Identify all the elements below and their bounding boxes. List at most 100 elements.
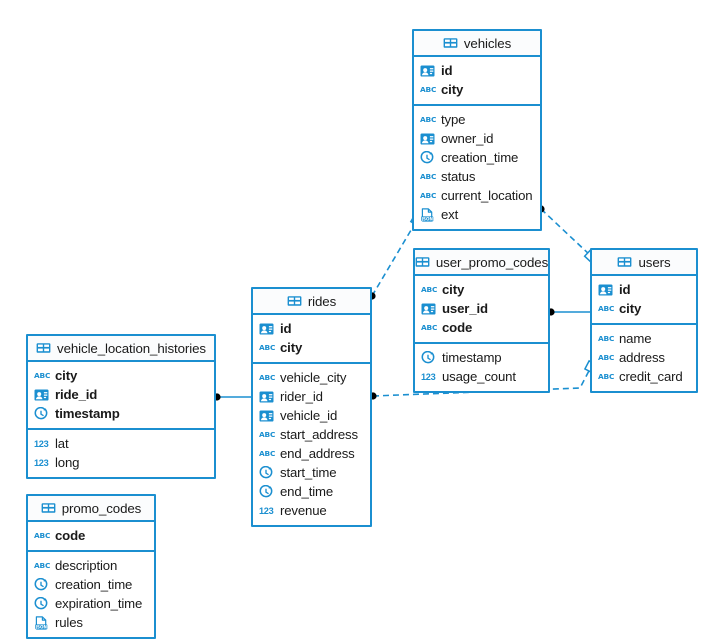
column-row[interactable]: end_time bbox=[253, 482, 370, 501]
svg-text:JSON: JSON bbox=[35, 624, 48, 629]
table-grid-icon bbox=[287, 294, 302, 308]
column-row[interactable]: expiration_time bbox=[28, 594, 154, 613]
column-name: address bbox=[619, 350, 665, 365]
column-row[interactable]: timestamp bbox=[415, 348, 548, 367]
relationship-rel-vlh-rides[interactable] bbox=[213, 393, 251, 401]
table-title: promo_codes bbox=[61, 500, 142, 516]
column-name: city bbox=[441, 82, 464, 97]
column-name: usage_count bbox=[442, 369, 516, 384]
clock-icon bbox=[259, 484, 274, 499]
column-name: description bbox=[55, 558, 118, 573]
column-name: id bbox=[619, 282, 631, 297]
column-row[interactable]: creation_time bbox=[414, 148, 540, 167]
column-name: ride_id bbox=[55, 387, 98, 402]
column-row[interactable]: vehicle_id bbox=[253, 406, 370, 425]
abc-icon: ABC bbox=[598, 371, 615, 381]
column-row[interactable]: id bbox=[253, 319, 370, 338]
key-id-icon bbox=[259, 322, 274, 336]
relationship-line bbox=[371, 219, 418, 297]
column-row[interactable]: creation_time bbox=[28, 575, 154, 594]
clock-icon bbox=[259, 465, 274, 480]
column-row[interactable]: ABC type bbox=[414, 110, 540, 129]
relationship-rel-userpromocodes-users[interactable] bbox=[547, 308, 590, 316]
column-name: name bbox=[619, 331, 652, 346]
json-icon: JSON bbox=[34, 615, 49, 630]
column-name: id bbox=[441, 63, 453, 78]
abc-icon: ABC bbox=[259, 372, 276, 382]
abc-icon: ABC bbox=[598, 333, 615, 343]
column-row[interactable]: JSON rules bbox=[28, 613, 154, 632]
column-name: code bbox=[55, 528, 86, 543]
table-header[interactable]: user_promo_codes bbox=[415, 250, 548, 276]
column-name: rider_id bbox=[280, 389, 323, 404]
column-row[interactable]: start_time bbox=[253, 463, 370, 482]
column-name: expiration_time bbox=[55, 596, 143, 611]
table-header[interactable]: rides bbox=[253, 289, 370, 315]
column-name: type bbox=[441, 112, 466, 127]
table-header[interactable]: vehicles bbox=[414, 31, 540, 57]
abc-icon: ABC bbox=[421, 284, 438, 294]
clock-icon bbox=[34, 596, 49, 611]
key-id-icon bbox=[259, 409, 274, 423]
column-name: start_address bbox=[280, 427, 358, 442]
table-header[interactable]: vehicle_location_histories bbox=[28, 336, 214, 362]
column-row[interactable]: rider_id bbox=[253, 387, 370, 406]
abc-icon: ABC bbox=[420, 114, 437, 124]
key-id-icon bbox=[421, 302, 436, 316]
clock-icon bbox=[34, 406, 49, 421]
column-row[interactable]: ride_id bbox=[28, 385, 214, 404]
column-row[interactable]: timestamp bbox=[28, 404, 214, 423]
column-name: id bbox=[280, 321, 292, 336]
column-row[interactable]: user_id bbox=[415, 299, 548, 318]
column-row[interactable]: id bbox=[414, 61, 540, 80]
column-name: rules bbox=[55, 615, 83, 630]
column-name: user_id bbox=[442, 301, 488, 316]
abc-icon: ABC bbox=[598, 303, 615, 313]
table-title: vehicle_location_histories bbox=[57, 340, 206, 356]
table-header[interactable]: users bbox=[592, 250, 696, 276]
column-row[interactable]: owner_id bbox=[414, 129, 540, 148]
column-name: city bbox=[280, 340, 303, 355]
key-id-icon bbox=[420, 64, 435, 78]
column-name: end_address bbox=[280, 446, 355, 461]
column-row[interactable]: ABC name bbox=[592, 329, 696, 348]
table-title: rides bbox=[307, 293, 337, 309]
abc-icon: ABC bbox=[420, 190, 437, 200]
column-name: owner_id bbox=[441, 131, 494, 146]
table-header[interactable]: promo_codes bbox=[28, 496, 154, 522]
column-name: start_time bbox=[280, 465, 337, 480]
clock-icon bbox=[421, 350, 436, 365]
column-row[interactable]: id bbox=[592, 280, 696, 299]
table-grid-icon bbox=[41, 501, 56, 515]
